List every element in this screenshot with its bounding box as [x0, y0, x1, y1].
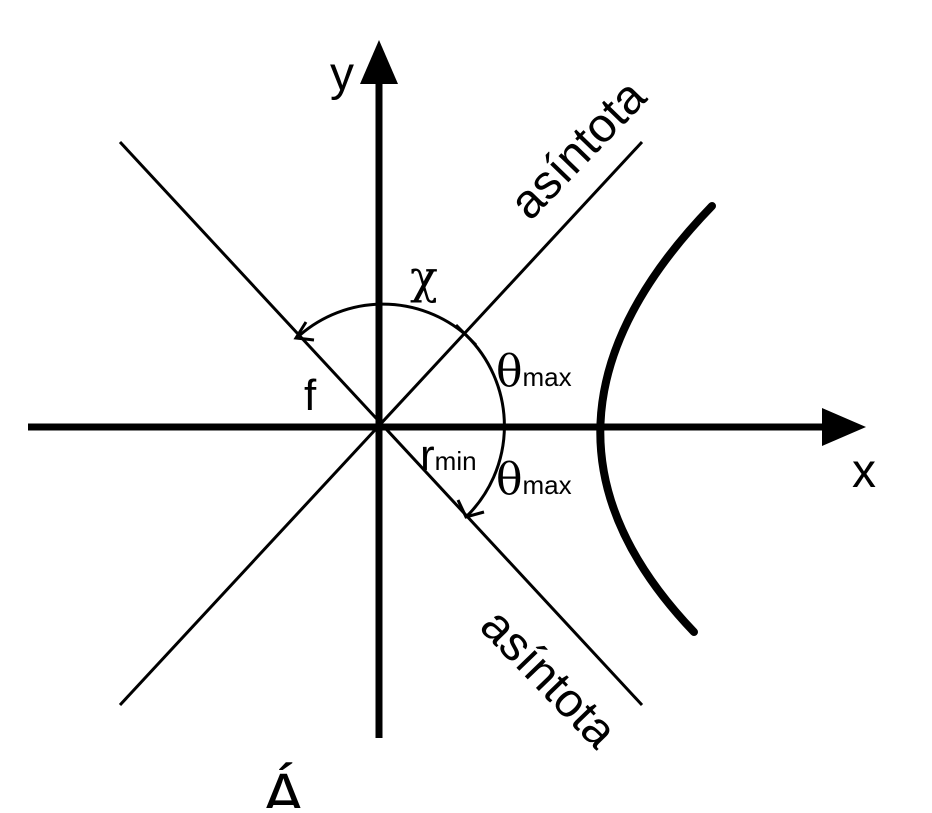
theta-lower-symbol: θ — [496, 454, 523, 505]
theta-upper-subscript: max — [523, 362, 572, 392]
chi-label: χ — [410, 250, 438, 304]
theta-upper-symbol: θ — [496, 346, 523, 397]
theta-max-upper-label: θmax — [496, 346, 572, 397]
asymptote-label-lower: asíntota — [470, 599, 627, 759]
r-symbol: r — [420, 431, 435, 480]
x-axis-label: x — [852, 445, 876, 498]
y-axis-label: y — [330, 48, 354, 101]
r-min-label: rmin — [420, 431, 477, 480]
bottom-caption-fragment: Á — [262, 760, 305, 808]
theta-arrowhead — [456, 499, 485, 519]
theta-lower-subscript: max — [523, 470, 572, 500]
y-axis-arrowhead — [360, 40, 398, 84]
r-subscript: min — [435, 446, 477, 476]
hyperbola-branch — [596, 202, 716, 636]
theta-max-lower-label: θmax — [496, 454, 572, 505]
x-axis-arrowhead — [822, 408, 866, 446]
theta-arc — [464, 333, 506, 519]
chi-arc — [299, 302, 467, 337]
f-label: f — [304, 371, 317, 420]
chi-arrowhead — [293, 321, 315, 342]
